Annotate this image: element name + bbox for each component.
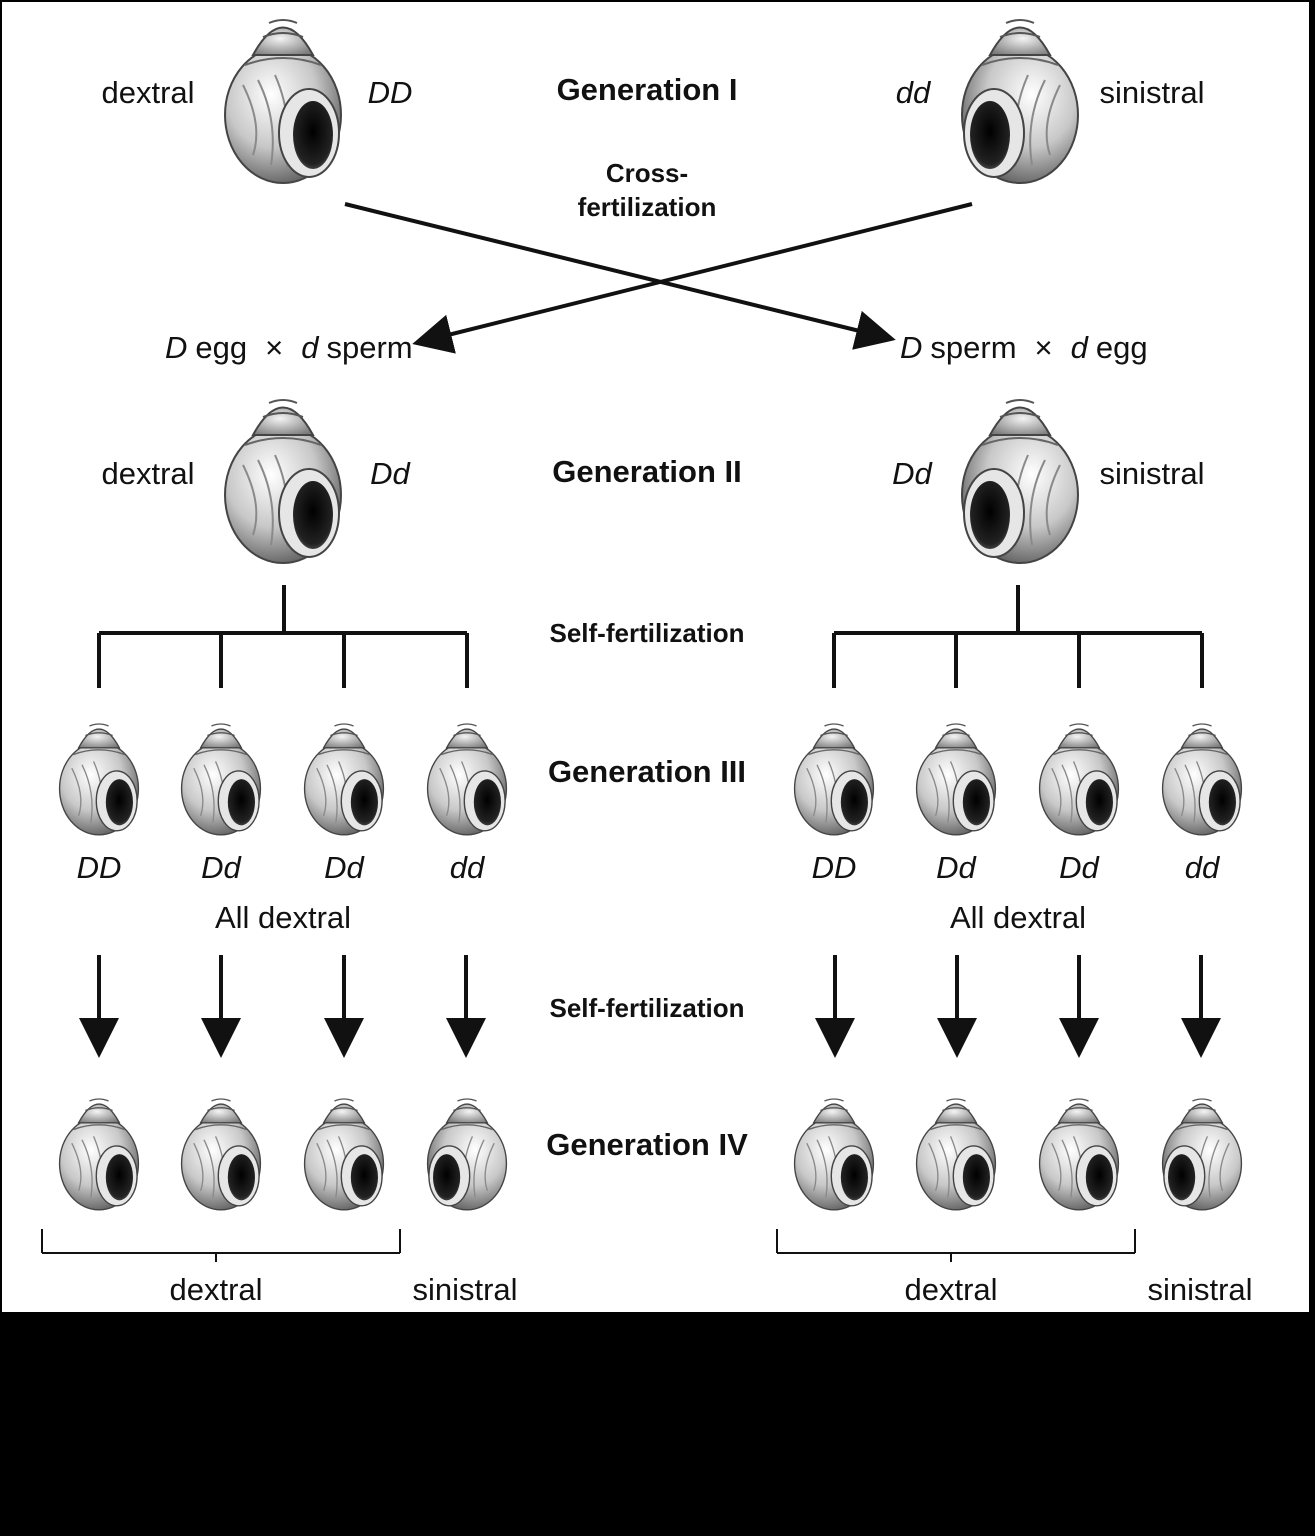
generation-1-label: Generation I (557, 72, 738, 107)
gen3-right-summary: All dextral (950, 900, 1086, 935)
gen3-left-genotype: Dd (324, 850, 365, 885)
gen3-left-genotype: dd (450, 850, 486, 885)
self-fertilization-label-1: Self-fertilization (549, 618, 744, 648)
gen4-left-single-label: sinistral (412, 1272, 517, 1307)
gen4-left-snails (58, 1098, 508, 1211)
cross-fertilization-line1: Cross- (606, 158, 688, 188)
gen2-left-phenotype: dextral (101, 456, 194, 491)
gen4-right-bracket-label: dextral (904, 1272, 997, 1307)
gen3-right-genotype: DD (812, 850, 857, 885)
self-fertilization-label-2: Self-fertilization (549, 993, 744, 1023)
gen3-left-snails (58, 723, 508, 836)
self-fert-bracket-right (832, 585, 1204, 688)
generation-2-label: Generation II (552, 454, 741, 489)
generation-3-label: Generation III (548, 754, 746, 789)
self-fert-bracket-left (97, 585, 469, 688)
gen1-right-genotype: dd (896, 75, 932, 110)
gen3-right-genotype: dd (1185, 850, 1221, 885)
gen1-left-snail (224, 19, 342, 184)
gen4-right-single-label: sinistral (1147, 1272, 1252, 1307)
gen4-right-bracket (776, 1229, 1136, 1262)
gen3-left-summary: All dextral (215, 900, 351, 935)
gen3-left-genotype: Dd (201, 850, 242, 885)
cross-arrow-to-right (344, 202, 896, 350)
gen3-left-genotypes: DD Dd Dd dd (77, 850, 486, 885)
gen3-right-genotype: Dd (1059, 850, 1100, 885)
gen2-right-genotype: Dd (892, 456, 933, 491)
generation-4-label: Generation IV (546, 1127, 748, 1162)
gen2-right-phenotype: sinistral (1099, 456, 1204, 491)
cross-fertilization-line2: fertilization (578, 192, 717, 222)
gen1-right-phenotype: sinistral (1099, 75, 1204, 110)
self-fert-arrows-right (815, 955, 1221, 1058)
gen3-left-genotype: DD (77, 850, 122, 885)
gen4-left-bracket (41, 1229, 401, 1262)
gen2-left-snail (224, 399, 342, 564)
self-fert-arrows-left (79, 955, 486, 1058)
gen1-right-snail (961, 19, 1079, 184)
cross-arrow-to-left (412, 202, 973, 354)
gen3-right-snails (793, 723, 1243, 836)
gen3-right-genotypes: DD Dd Dd dd (812, 850, 1221, 885)
gen2-left-genotype: Dd (370, 456, 411, 491)
gen3-right-genotype: Dd (936, 850, 977, 885)
gen2-right-snail (961, 399, 1079, 564)
gen4-right-snails (793, 1098, 1243, 1211)
gen1-left-genotype: DD (368, 75, 413, 110)
gen4-left-bracket-label: dextral (169, 1272, 262, 1307)
gen1-left-phenotype: dextral (101, 75, 194, 110)
